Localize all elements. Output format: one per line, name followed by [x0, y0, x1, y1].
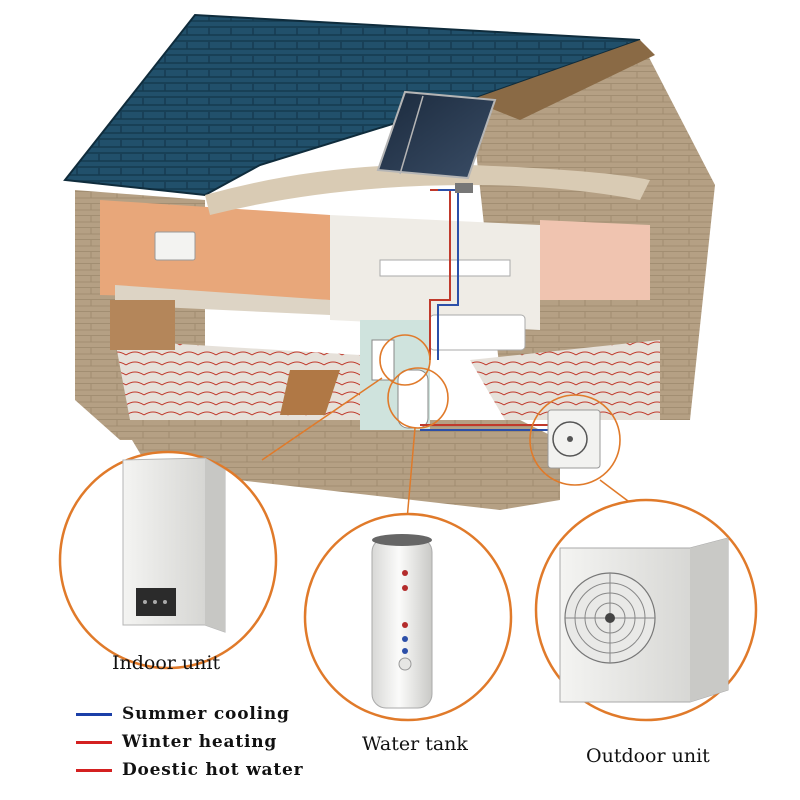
roof	[63, 13, 655, 215]
legend-swatch-red	[76, 768, 112, 772]
upper-room-left	[100, 200, 330, 300]
legend-item-winter-heating: Winter heating	[76, 728, 303, 756]
indoor-unit-image	[122, 457, 226, 633]
roof-ceiling-cut	[205, 164, 650, 215]
front-wall	[120, 420, 560, 510]
connector-tank	[406, 427, 416, 521]
bathtub	[429, 314, 526, 351]
fan-icon	[552, 421, 588, 457]
outdoor-ring-small	[529, 394, 621, 486]
house	[75, 40, 715, 510]
small-water-tank	[397, 369, 429, 429]
indoor-ring-small	[379, 334, 431, 386]
upper-radiator	[154, 231, 196, 261]
legend-label: Summer cooling	[122, 704, 290, 724]
legend-label: Doestic hot water	[122, 760, 304, 780]
solar-controller	[455, 183, 473, 193]
ground-floor-right	[470, 340, 660, 420]
cabinet	[110, 300, 175, 350]
tank-ring-small	[387, 367, 449, 429]
roof-rafters	[470, 40, 655, 120]
legend-item-summer-cooling: Summer cooling	[76, 700, 303, 728]
legend-swatch-red	[76, 740, 112, 744]
legend-item-hot-water: Doestic hot water	[76, 756, 303, 784]
indoor-unit-label: Indoor unit	[112, 652, 221, 674]
outdoor-unit-label: Outdoor unit	[586, 745, 710, 767]
stairs	[280, 370, 340, 415]
legend-swatch-blue	[76, 712, 112, 716]
outdoor-unit-small	[547, 409, 601, 469]
connector-indoor	[261, 377, 383, 461]
legend: Summer cooling Winter heating Doestic ho…	[76, 700, 303, 784]
solar-panel	[376, 90, 497, 180]
upper-room-right	[540, 220, 650, 300]
sink-counter	[379, 259, 511, 277]
water-tank-image	[371, 534, 433, 709]
small-indoor-unit	[371, 339, 395, 381]
legend-label: Winter heating	[122, 732, 278, 752]
water-tank-label: Water tank	[362, 733, 468, 755]
outdoor-unit-image	[559, 537, 729, 703]
pipe-blue	[437, 189, 459, 360]
